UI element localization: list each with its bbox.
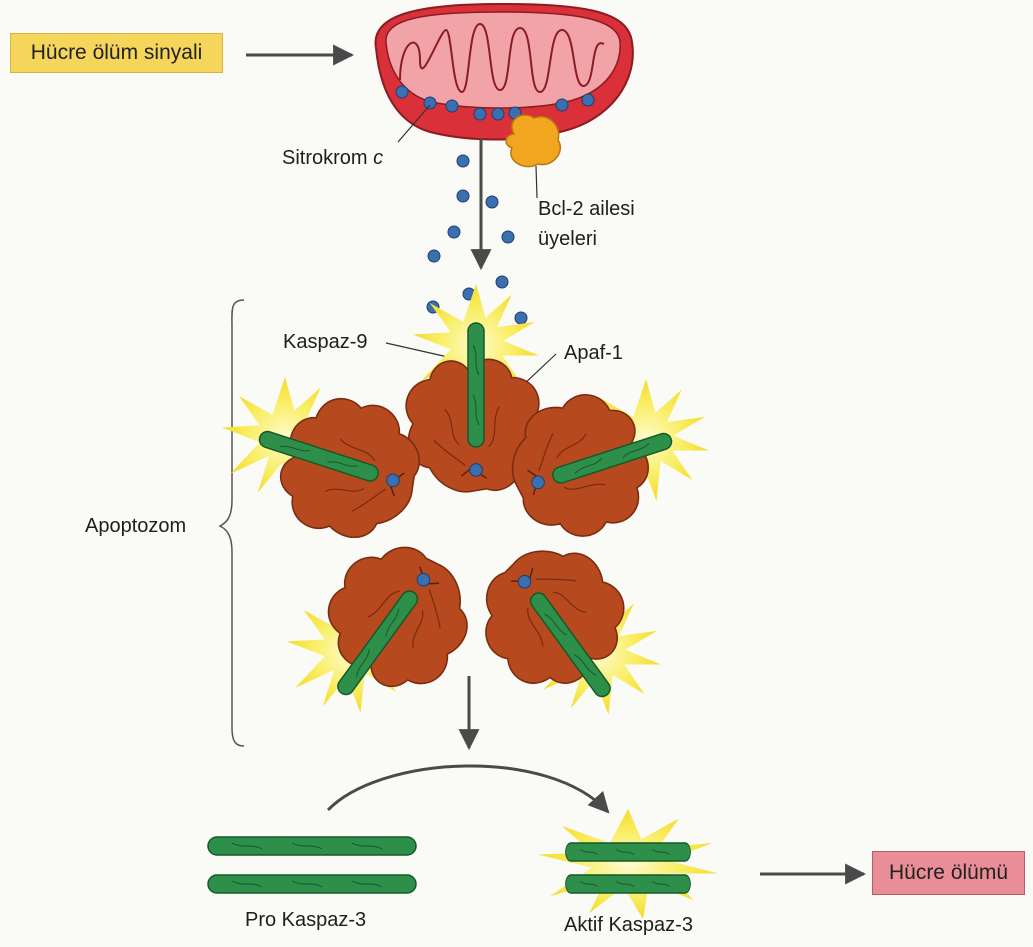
cell-death-signal-label: Hücre ölüm sinyali [31,41,203,65]
apoptosome-unit-lower-left [287,523,493,713]
apoptosome-unit-lower-right [458,523,661,715]
bcl2-label-line1: Bcl-2 ailesi [538,199,635,219]
cell-death-label: Hücre ölümü [889,861,1008,885]
apoptosome-label: Apoptozom [85,516,186,536]
cell-death-signal-box: Hücre ölüm sinyali [10,33,223,73]
bcl2-protein [506,115,560,166]
pro-caspase3-label: Pro Kaspaz-3 [245,910,366,930]
cytochrome-c-italic: c [373,147,383,169]
conversion-arrow [328,766,608,812]
cytochrome-c-text: Sitrokrom c [282,147,383,169]
pro-caspase-3 [208,837,416,893]
apoptosome-bracket [220,300,244,746]
active-caspase3-label: Aktif Kaspaz-3 [564,915,693,935]
cytochrome-c-label: Sitrokrom c [282,148,383,168]
active-caspase-3 [538,809,718,919]
cell-death-box: Hücre ölümü [872,851,1025,895]
apoptosome-unit-left [222,377,434,553]
caspase9-label: Kaspaz-9 [283,332,368,352]
apaf1-label: Apaf-1 [564,343,623,363]
mitochondrion [376,4,633,140]
bcl2-label-line2: üyeleri [538,229,597,249]
